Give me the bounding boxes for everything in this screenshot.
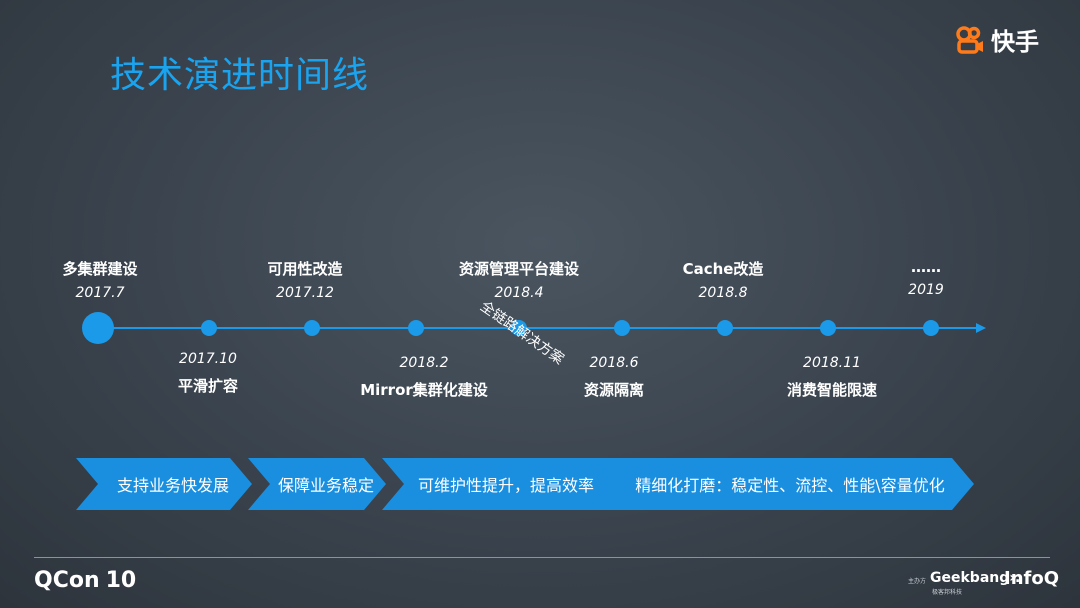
phase-label: 保障业务稳定 (277, 476, 374, 495)
milestone-bottom: 2017.10 平滑扩容 (108, 351, 308, 396)
timeline-arrow-icon (976, 323, 986, 333)
milestone-date: 2017.12 (276, 285, 334, 301)
timeline-dot (614, 320, 630, 336)
phase-chevron: 可维护性提升，提高效率 (382, 458, 612, 510)
timeline-dot (408, 320, 424, 336)
milestone-date: 2018.11 (803, 355, 861, 371)
milestone-date: 2019 (908, 282, 944, 298)
phase-label: 精细化打磨：稳定性、流控、性能\容量优化 (635, 476, 945, 495)
milestone-top: 多集群建设 2017.7 (0, 258, 200, 301)
milestone-name: 资源隔离 (583, 381, 644, 399)
milestone-top: Cache改造 2018.8 (623, 258, 823, 301)
milestone-bottom: 2018.2 Mirror集群化建设 (324, 355, 524, 400)
milestone-date: 2018.4 (494, 285, 544, 301)
milestone-top: …… 2019 (826, 258, 1026, 298)
phase-label: 可维护性提升，提高效率 (417, 476, 594, 495)
timeline-dot (820, 320, 836, 336)
milestone-top: 资源管理平台建设 2018.4 (419, 258, 619, 301)
milestone-name: Mirror集群化建设 (360, 381, 488, 399)
timeline-dot-start (82, 312, 114, 344)
qcon-text: QCon (34, 568, 100, 593)
timeline-dot (304, 320, 320, 336)
milestone-name: 消费智能限速 (786, 381, 877, 399)
milestone-name: Cache改造 (682, 260, 764, 278)
milestone-name: 多集群建设 (62, 260, 138, 278)
geekbang-sub: 极客邦科技 (932, 589, 963, 596)
kuaishou-camera-icon (956, 25, 983, 54)
kuaishou-logo: 快手 (955, 22, 1039, 57)
phase-chevron: 支持业务快发展 (76, 458, 252, 510)
milestone-name: …… (911, 258, 941, 276)
logo-text: 快手 (991, 28, 1039, 56)
milestone-name: 平滑扩容 (177, 377, 238, 395)
page-title: 技术演进时间线 (110, 55, 370, 96)
timeline-dot (511, 320, 527, 336)
milestone-date: 2018.8 (698, 285, 748, 301)
milestone-name: 资源管理平台建设 (458, 260, 579, 278)
timeline-dot (717, 320, 733, 336)
milestone-top: 可用性改造 2017.12 (205, 258, 405, 301)
phase-chevron: 保障业务稳定 (248, 458, 386, 510)
milestone-date: 2017.7 (75, 285, 125, 301)
phase-label: 支持业务快发展 (116, 476, 229, 495)
phase-chevron: 精细化打磨：稳定性、流控、性能\容量优化 (588, 458, 974, 510)
milestone-date: 2018.6 (589, 355, 639, 371)
timeline-dot (923, 320, 939, 336)
milestone-bottom: 2018.11 消费智能限速 (732, 355, 932, 400)
qcon-ten: 10 (105, 568, 137, 593)
milestone-date: 2018.2 (399, 355, 449, 371)
milestone-bottom: 2018.6 资源隔离 (514, 355, 714, 400)
infoq-logo: InfoQ (1004, 568, 1060, 589)
timeline-axis (98, 327, 978, 329)
geekbang-logo: Geekbang›. (930, 570, 1021, 586)
milestone-name: 可用性改造 (267, 260, 343, 278)
sponsor-label: 主办方 (908, 578, 927, 585)
milestone-date: 2017.10 (179, 351, 237, 367)
timeline-dot (201, 320, 217, 336)
footer-divider (34, 557, 1050, 558)
